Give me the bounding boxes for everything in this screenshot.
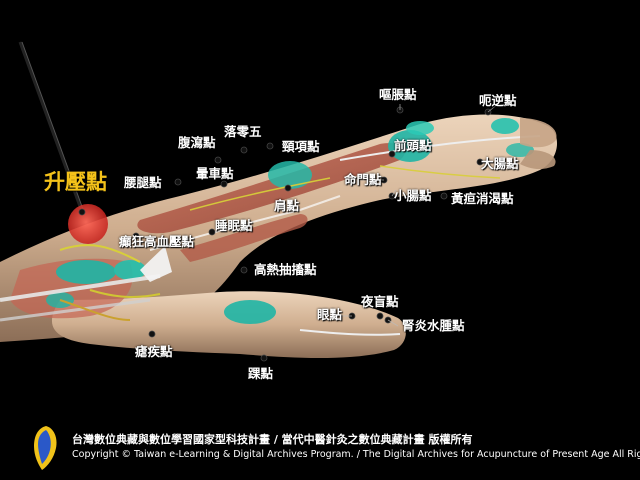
label-shenyan: 腎炎水腫點 (402, 318, 465, 333)
label-zhikuang: 癲狂高血壓點 (119, 234, 195, 249)
label-enie: 呃逆點 (479, 93, 517, 108)
label-mingmen: 命門點 (344, 172, 382, 187)
thumb-shape (51, 291, 406, 358)
label-nuezhi: 瘧疾點 (135, 344, 173, 359)
needle (18, 41, 84, 213)
label-ouzhang: 嘔脹點 (379, 87, 417, 102)
label-xiaochang: 小腸點 (394, 188, 432, 203)
label-luoling: 落零五 (224, 124, 262, 139)
label-yaotui: 腰腿點 (124, 175, 162, 190)
highlight-circle (68, 204, 108, 244)
label-dachang: 大腸點 (481, 156, 519, 171)
label-huangdan: 黃疸消渴點 (451, 191, 514, 206)
label-qiantou: 前頭點 (394, 138, 432, 153)
label-yunche: 暈車點 (196, 166, 234, 181)
label-main-point: 升壓點 (44, 170, 107, 194)
label-huai: 踝點 (248, 366, 274, 381)
label-jian: 肩點 (274, 198, 300, 213)
label-jingxiang: 頸項點 (282, 139, 320, 154)
footer-copyright-zh: 台灣數位典藏與數位學習國家型科技計畫 / 當代中醫針灸之數位典藏計畫 版權所有 (72, 433, 473, 446)
label-shuimian: 睡眠點 (215, 218, 253, 233)
taiwan-logo-icon (34, 426, 57, 470)
footer-copyright-en: Copyright © Taiwan e-Learning & Digital … (72, 449, 640, 460)
label-yemang: 夜盲點 (361, 294, 399, 309)
acupoint-markers (78, 106, 492, 362)
label-gaore: 高熱抽搐點 (254, 262, 317, 277)
label-fuxie: 腹瀉點 (178, 135, 216, 150)
label-yan: 眼點 (317, 307, 343, 322)
